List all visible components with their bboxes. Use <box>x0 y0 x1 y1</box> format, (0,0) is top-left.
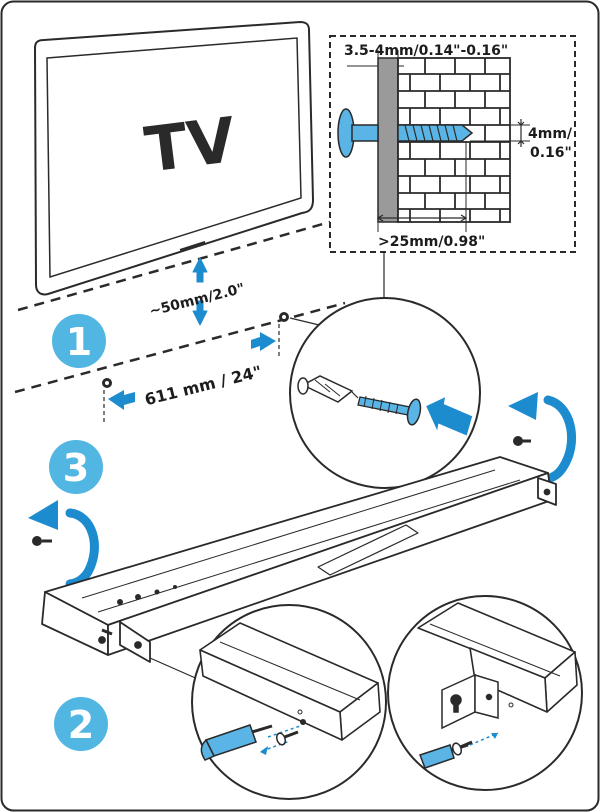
step-2-number: 2 <box>68 703 94 747</box>
wall-screw-right-icon <box>278 312 289 358</box>
bracket-screw-icon <box>451 740 473 756</box>
tv-illustration: TV <box>33 20 315 296</box>
step-1-number: 1 <box>66 320 92 364</box>
soundbar-illustration <box>41 456 557 663</box>
wall-detail-box <box>329 35 576 253</box>
mounting-guide-line <box>14 301 346 394</box>
screw-right-icon <box>513 436 531 446</box>
screw-left-icon <box>32 536 52 546</box>
tv-bottom-guide-line <box>17 220 331 312</box>
wall-screw-left-icon <box>102 378 112 422</box>
screw-removal-zoom <box>149 604 387 800</box>
tv-label: TV <box>141 103 240 186</box>
span-arrow-left-icon <box>108 390 135 410</box>
wall-plug-icon <box>297 375 354 403</box>
keyhole-bracket-icon <box>441 673 499 730</box>
span-distance-label: 611 mm / 24" <box>143 362 264 409</box>
wall-screw-icon <box>357 395 422 426</box>
removed-screw-icon <box>275 730 299 746</box>
step-2-badge: 2 <box>54 697 108 751</box>
push-arrow-icon <box>426 397 473 436</box>
screwdriver-icon <box>200 724 273 761</box>
screw-diameter-label-line1: 4mm/ <box>528 126 573 142</box>
rotate-arrow-right-icon <box>508 392 577 483</box>
step-1-badge: 1 <box>52 314 106 368</box>
drywall-layer <box>377 57 399 223</box>
screw-icon <box>337 108 474 158</box>
gap-arrows <box>192 257 208 326</box>
span-arrow-right-icon <box>251 332 276 351</box>
wall-plug-zoom <box>289 297 481 489</box>
keyhole-bracket-left-icon <box>119 621 151 663</box>
bracket-attach-zoom <box>387 595 583 791</box>
step-3-badge: 3 <box>49 440 103 494</box>
wall-thickness-label: 3.5-4mm/0.14"-0.16" <box>344 43 508 59</box>
screw-diameter-label-line2: 0.16" <box>530 145 572 161</box>
screw-depth-label: >25mm/0.98" <box>378 234 485 250</box>
step-3-number: 3 <box>63 446 89 490</box>
